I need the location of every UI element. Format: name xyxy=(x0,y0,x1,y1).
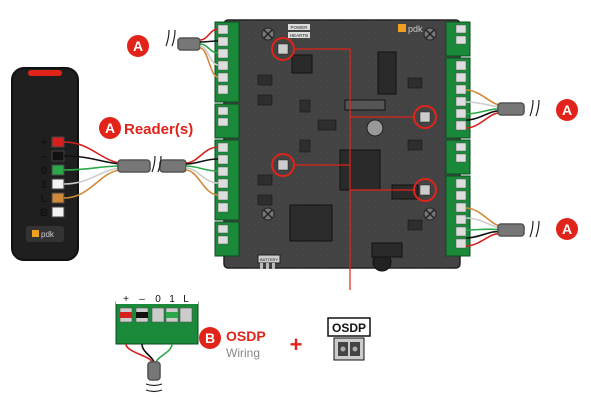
callout-a-readers: A Reader(s) xyxy=(99,117,193,139)
ic-chip xyxy=(377,51,397,95)
readers-label: Reader(s) xyxy=(124,121,193,138)
top-left-cable xyxy=(165,28,219,78)
osdp-pin-label: 0 xyxy=(155,294,161,305)
callout-a-letter: A xyxy=(105,120,115,136)
osdp-pin-label: – xyxy=(139,294,145,305)
callout-a-letter: A xyxy=(562,221,572,237)
osdp-jumper: OSDP xyxy=(327,317,371,361)
left-terminal-blocks xyxy=(214,21,240,257)
reader-cable xyxy=(63,141,219,199)
reader-pin-label: – xyxy=(41,151,47,163)
reader-led xyxy=(28,70,62,76)
osdp-title: OSDP xyxy=(226,328,266,344)
right-bottom-cable xyxy=(465,207,540,247)
callout-a-top-left: A xyxy=(127,35,149,57)
reader-pin-label: 0 xyxy=(41,165,47,177)
reader-pin-label: L xyxy=(41,193,48,205)
reader-pin-label: 1 xyxy=(41,179,47,191)
plus-sign: + xyxy=(290,332,303,357)
jumper-callout-lines xyxy=(294,48,414,290)
osdp-pin-label: 1 xyxy=(169,294,175,305)
reader-logo-icon xyxy=(32,230,39,237)
mounting-screw xyxy=(261,27,437,221)
osdp-terminal-block: + – 0 1 L xyxy=(115,292,199,345)
right-terminal-blocks xyxy=(445,21,471,257)
board-logo: pdk xyxy=(408,24,423,34)
callout-a-right-bottom: A xyxy=(556,218,578,240)
callout-b-letter: B xyxy=(205,330,215,346)
reader-pin-label: + xyxy=(41,137,47,149)
heartbeat-led-label: HEARTB xyxy=(290,33,308,38)
memory-chip xyxy=(289,204,333,242)
right-middle-cable xyxy=(465,89,540,129)
controller-board: POWER HEARTB pdk BATTERY xyxy=(214,19,471,272)
battery-label: BATTERY xyxy=(260,257,278,262)
reader-logo: pdk xyxy=(41,230,55,239)
osdp-pin-label: L xyxy=(183,294,189,305)
osdp-cable xyxy=(125,343,173,393)
power-led-label: POWER xyxy=(290,25,308,30)
osdp-subtitle: Wiring xyxy=(226,346,260,360)
osdp-pin-label: + xyxy=(123,294,129,305)
processor-chip xyxy=(339,149,381,191)
reader-pin-label: B xyxy=(40,207,48,219)
callout-a-letter: A xyxy=(562,102,572,118)
jumper-label: OSDP xyxy=(332,321,366,335)
card-reader: pdk xyxy=(11,67,79,261)
callout-b-osdp: B OSDP Wiring xyxy=(199,327,266,360)
callout-a-letter: A xyxy=(133,38,143,54)
header-pins xyxy=(344,99,386,111)
callout-a-right-middle: A xyxy=(556,99,578,121)
capacitor xyxy=(366,119,384,137)
pdk-logo-icon xyxy=(398,24,406,32)
